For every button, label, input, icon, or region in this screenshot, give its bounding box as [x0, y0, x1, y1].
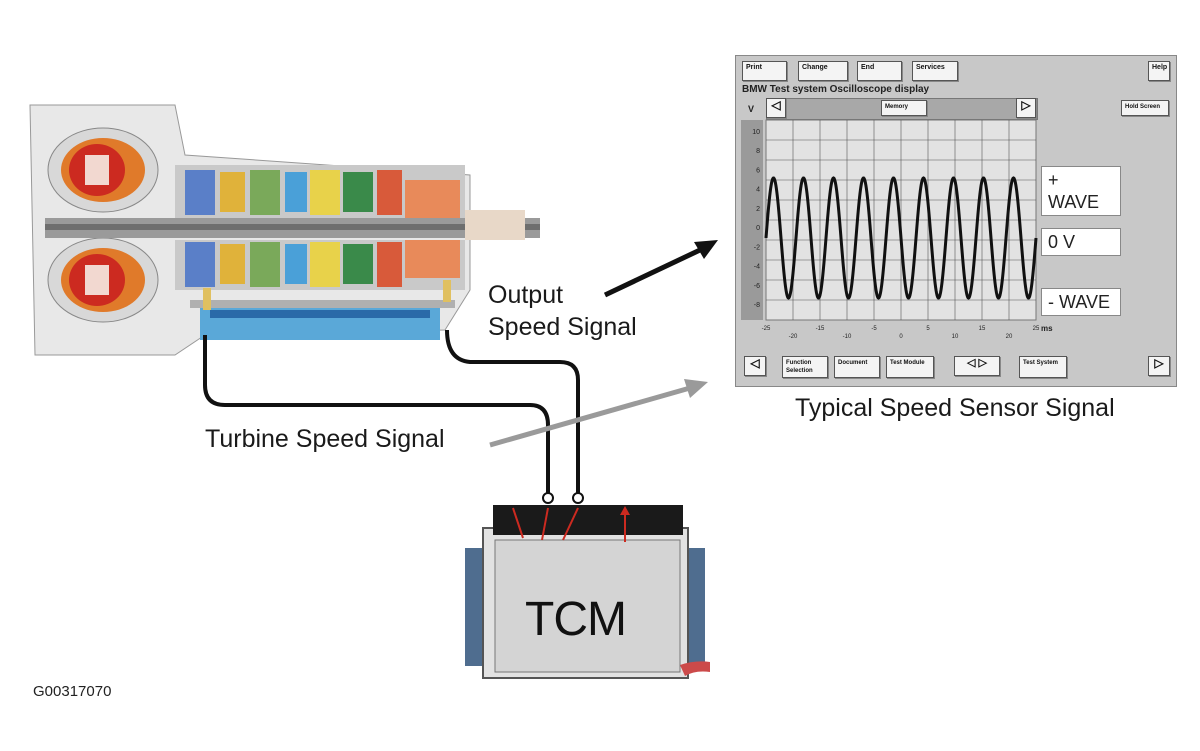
forward-icon[interactable]: ▷ [1148, 356, 1170, 376]
x-tick-label: 0 [899, 334, 903, 340]
turbine-speed-signal-label: Turbine Speed Signal [205, 425, 445, 453]
services-button[interactable]: Services [912, 61, 958, 81]
x-tick-label: -20 [789, 334, 798, 340]
y-tick-label: 8 [756, 148, 760, 155]
end-button[interactable]: End [857, 61, 902, 81]
y-tick-label: -4 [754, 264, 760, 271]
print-button[interactable]: Print [742, 61, 787, 81]
typical-speed-sensor-signal-label: Typical Speed Sensor Signal [795, 394, 1115, 422]
memory-button[interactable]: Memory [881, 100, 927, 116]
transmission-cutaway [29, 104, 540, 356]
output-label-line2: Speed Signal [488, 313, 637, 341]
x-tick-label: -25 [762, 326, 771, 332]
x-tick-label: 15 [979, 326, 986, 332]
x-tick-label: 25 [1033, 326, 1040, 332]
x-tick-label: 20 [1006, 334, 1013, 340]
back-icon[interactable]: ◁ [744, 356, 766, 376]
speed-sensor-waveform [764, 176, 1038, 300]
scroll-left-icon[interactable]: ◁ [766, 98, 786, 118]
x-tick-label: -5 [871, 326, 877, 332]
x-tick-label: 10 [952, 334, 959, 340]
y-tick-label: -6 [754, 283, 760, 290]
minus-wave-label: - WAVE [1041, 288, 1121, 316]
scroll-right-icon[interactable]: ▷ [1016, 98, 1036, 118]
y-tick-label: -8 [754, 302, 760, 309]
zero-v-label: 0 V [1041, 228, 1121, 256]
plus-wave-label: + WAVE [1041, 166, 1121, 216]
x-tick-label: -10 [843, 334, 852, 340]
figure-id: G00317070 [33, 683, 112, 700]
y-axis-panel [741, 120, 763, 320]
change-button[interactable]: Change [798, 61, 848, 81]
function-selection-button[interactable]: Function Selection [782, 356, 828, 378]
output-speed-signal-label: Output Speed Signal [488, 279, 637, 343]
x-unit-label: ms [1041, 324, 1053, 333]
tcm-label: TCM [525, 593, 627, 646]
output-label-line1: Output [488, 281, 564, 309]
y-tick-label: 10 [752, 129, 760, 136]
y-tick-label: 4 [756, 187, 760, 194]
oscilloscope-title: BMW Test system Oscilloscope display [742, 84, 930, 95]
y-tick-label: 6 [756, 167, 760, 174]
test-module-button[interactable]: Test Module [886, 356, 934, 378]
test-system-button[interactable]: Test System [1019, 356, 1067, 378]
tcm-housing [465, 505, 710, 679]
page-nav-icon[interactable]: ◁ ▷ [954, 356, 1000, 376]
oscilloscope-display: Print Change End Services Help BMW Test … [735, 55, 1177, 387]
hold-screen-button[interactable]: Hold Screen [1121, 100, 1169, 116]
tcm-module: TCM [465, 500, 710, 685]
y-tick-label: -2 [754, 244, 760, 251]
x-tick-label: -15 [816, 326, 825, 332]
y-tick-label: 2 [756, 206, 760, 213]
y-tick-label: 0 [756, 225, 760, 232]
y-unit-label: V [748, 104, 755, 114]
help-button[interactable]: Help [1148, 61, 1170, 81]
x-tick-label: 5 [926, 326, 930, 332]
document-button[interactable]: Document [834, 356, 880, 378]
